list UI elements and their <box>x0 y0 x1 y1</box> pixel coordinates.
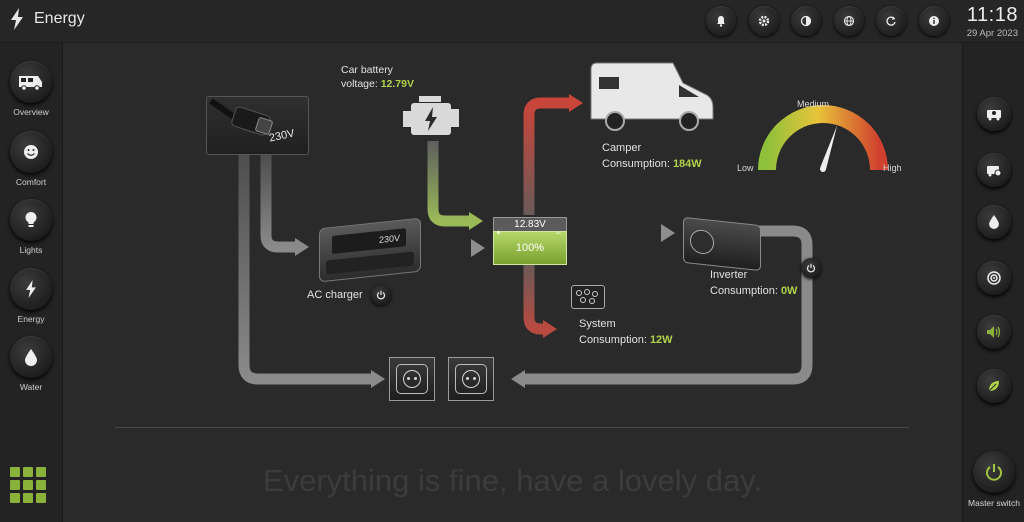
nav-item-overview[interactable]: Overview <box>0 61 62 117</box>
ac-charger-display: 230V <box>332 228 406 254</box>
flow-arrow-engine-to-battery <box>469 212 483 230</box>
inverter-device <box>683 216 761 272</box>
smiley-icon <box>10 131 52 173</box>
flow-arrow-to-inverter <box>661 224 675 242</box>
system-consumption: 12W <box>649 334 673 346</box>
clock: 11:18 29 Apr 2023 <box>967 4 1018 39</box>
drop-icon <box>10 336 52 378</box>
house-battery: 12.83V 100% + − <box>493 217 567 265</box>
battery-plus-sign: + <box>496 228 502 238</box>
system-label: System <box>579 318 616 330</box>
top-icon-bar <box>706 6 961 36</box>
flow-arrows <box>238 94 813 388</box>
flow-arrow-to-sockets <box>371 370 385 388</box>
gauge-needle <box>820 125 838 169</box>
system-board-icon <box>571 285 605 309</box>
car-battery-voltage-row: voltage: 12.79V <box>341 77 414 91</box>
inverter-consumption-prefix: Consumption: <box>710 285 778 297</box>
camper-van-icon <box>10 61 52 103</box>
clock-time: 11:18 <box>966 4 1018 26</box>
bulb-icon <box>10 199 52 241</box>
refresh-icon[interactable] <box>876 6 906 36</box>
nav-label-energy: Energy <box>17 314 45 324</box>
contrast-icon[interactable] <box>791 6 821 36</box>
flow-arrow-to-battery <box>471 239 485 257</box>
right-sidebar: Master switch <box>962 43 1024 522</box>
flow-arrow-to-charger <box>295 238 309 256</box>
inverter-label: Inverter <box>710 269 748 281</box>
power-icon <box>973 451 1015 493</box>
nav-label-overview: Overview <box>13 107 49 117</box>
nav-label-comfort: Comfort <box>15 177 47 187</box>
clock-date: 29 Apr 2023 <box>966 28 1018 39</box>
target-icon[interactable] <box>977 261 1011 295</box>
camper-consumption: 184W <box>672 158 702 170</box>
nav-item-comfort[interactable]: Comfort <box>0 131 62 187</box>
ac-charger-power-button[interactable] <box>371 285 391 305</box>
globe-icon[interactable] <box>833 6 864 36</box>
car-battery-label: Car battery <box>341 64 393 76</box>
camper-settings-icon[interactable] <box>977 97 1011 131</box>
power-socket-1 <box>389 357 435 401</box>
energy-flow-diagram: 230V Car battery voltage: 12.79V 230V AC… <box>63 43 962 522</box>
battery-voltage: 12.83V <box>493 217 567 232</box>
flow-arrow-to-camper <box>569 94 583 112</box>
engine-icon <box>399 95 463 139</box>
info-icon[interactable] <box>918 6 949 36</box>
top-bar: Energy 11:18 29 Apr 2023 <box>0 0 1024 43</box>
power-socket-2 <box>448 357 494 401</box>
bolt-icon <box>11 8 23 30</box>
left-sidebar: Overview Comfort Lights Energy Water <box>0 43 63 522</box>
gauge-label-low: Low <box>737 163 754 173</box>
leaf-icon[interactable] <box>977 369 1011 403</box>
gauge-label-medium: Medium <box>797 99 830 109</box>
ac-charger-device: 230V <box>319 217 421 283</box>
status-message: Everything is fine, have a lovely day. <box>262 463 763 498</box>
battery-level: 100% <box>493 231 567 265</box>
gear-icon[interactable] <box>748 6 779 36</box>
camper-label: Camper <box>602 142 642 154</box>
master-switch[interactable]: Master switch <box>963 451 1024 508</box>
divider <box>115 427 909 428</box>
bolt-icon <box>10 268 52 310</box>
system-label-block: System Consumption: 12W <box>579 316 673 348</box>
speaker-icon[interactable] <box>977 315 1011 349</box>
gauge-label-high: High <box>883 163 902 173</box>
shore-power-plug: 230V <box>206 96 309 155</box>
master-switch-label: Master switch <box>968 498 1020 508</box>
nav-label-water: Water <box>19 382 43 392</box>
car-battery-voltage: 12.79V <box>380 78 414 90</box>
inverter-power-button[interactable] <box>801 258 821 278</box>
car-battery-label-block: Car battery voltage: 12.79V <box>341 63 414 91</box>
camper-label-block: Camper Consumption: 184W <box>602 140 702 172</box>
bell-icon[interactable] <box>706 6 736 36</box>
nav-item-water[interactable]: Water <box>0 336 62 392</box>
flow-arrow-inverter-to-sockets <box>511 370 525 388</box>
inverter-consumption: 0W <box>780 285 798 297</box>
camper-van-icon <box>587 61 717 137</box>
camper-consumption-prefix: Consumption: <box>602 158 670 170</box>
nav-label-lights: Lights <box>19 245 43 255</box>
battery-minus-sign: − <box>555 228 561 238</box>
camper-alert-icon[interactable] <box>977 153 1011 187</box>
app-brand: Energy <box>10 8 85 30</box>
ac-charger-label: AC charger <box>307 289 363 301</box>
app-title: Energy <box>34 10 85 27</box>
inverter-label-block: Inverter Consumption: 0W <box>710 267 797 299</box>
nav-item-energy[interactable]: Energy <box>0 268 62 324</box>
system-consumption-prefix: Consumption: <box>579 334 647 346</box>
drop-icon[interactable] <box>977 205 1011 239</box>
app-grid-logo[interactable] <box>10 467 46 503</box>
consumption-gauge: Medium Low High <box>737 95 913 185</box>
flow-arrow-to-system <box>543 320 557 338</box>
car-battery-voltage-prefix: voltage: <box>341 78 378 90</box>
nav-item-lights[interactable]: Lights <box>0 199 62 255</box>
